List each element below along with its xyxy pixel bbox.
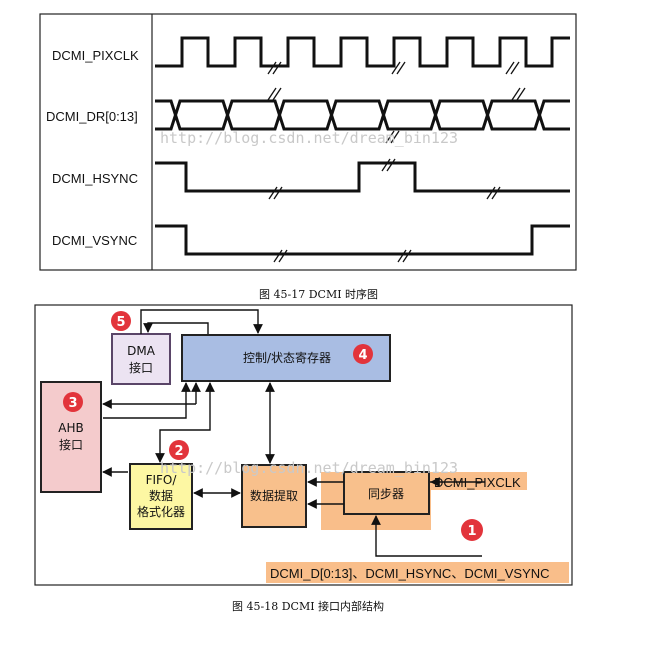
dma-interface-block [111,333,171,385]
pixclk-waveform [155,36,570,68]
marker-5: 5 [111,311,131,331]
vsync-break-marks [273,249,412,263]
fifo-label: FIFO/ [146,473,178,487]
connections [102,309,485,557]
timing-caption: 图 45-17 DCMI 时序图 [259,287,378,301]
pixclk-input-label: DCMI_PIXCLK [434,475,521,490]
structure-watermark: http://blog.csdn.net/dream_bin123 [160,459,458,477]
dma-sublabel: 接口 [129,360,153,375]
fifo-formatter-block [129,463,193,530]
signal-label-hsync: DCMI_HSYNC [52,171,138,186]
marker-1: 1 [461,519,483,541]
data-extraction-block [241,464,307,528]
data-extraction-label: 数据提取 [250,488,298,503]
ctrl-fifo-arrow [155,382,215,463]
structure-caption: 图 45-18 DCMI 接口内部结构 [232,599,384,613]
ahb-label: AHB [58,421,83,435]
synchronizer-label: 同步器 [368,487,404,501]
structure-diagram: DMA 接口 控制/状态寄存器 AHB 接口 FIFO/ 数据 格式化器 数据提… [34,304,573,613]
dma-to-ctrl-arrow [140,309,263,334]
timing-watermark: http://blog.csdn.net/dream_bin123 [160,129,458,147]
ctrl-to-dma-arrow [143,322,209,334]
vsync-waveform [155,224,570,256]
pixclk-band [431,472,527,490]
hsync-waveform [155,161,570,193]
fifo-sublabel-2: 格式化器 [137,504,185,519]
svg-text:2: 2 [174,444,183,459]
signal-label-vsync: DCMI_VSYNC [52,233,137,248]
svg-text:1: 1 [467,524,476,539]
ahb-sublabel: 接口 [59,437,83,452]
signal-label-pixclk: DCMI_PIXCLK [52,48,139,63]
marker-3: 3 [63,392,83,412]
marker-2: 2 [169,440,189,460]
timing-frame [39,13,577,271]
svg-text:3: 3 [68,396,77,411]
data-break-marks [267,87,526,144]
control-status-label: 控制/状态寄存器 [243,350,331,365]
data-inputs-band [266,562,569,583]
svg-text:5: 5 [116,315,125,330]
ctrl-to-ahb-arrow [103,382,191,419]
data-input-arrow [371,515,482,557]
signal-label-data: DCMI_DR[0:13] [46,109,138,124]
marker-4: 4 [353,344,373,364]
fifo-sublabel-1: 数据 [149,488,173,503]
hsync-break-marks [268,158,501,200]
dma-label: DMA [127,344,156,358]
data-inputs-label: DCMI_D[0:13]、DCMI_HSYNC、DCMI_VSYNC [270,566,550,581]
svg-text:4: 4 [358,348,367,363]
synchronizer-block [343,471,430,515]
timing-diagram: DCMI_PIXCLK DCMI_DR[0:13] DCMI_HSYNC DCM… [39,13,577,301]
data-bus-waveform [155,99,570,131]
structure-frame [34,304,573,586]
pixclk-break-marks [267,61,520,75]
